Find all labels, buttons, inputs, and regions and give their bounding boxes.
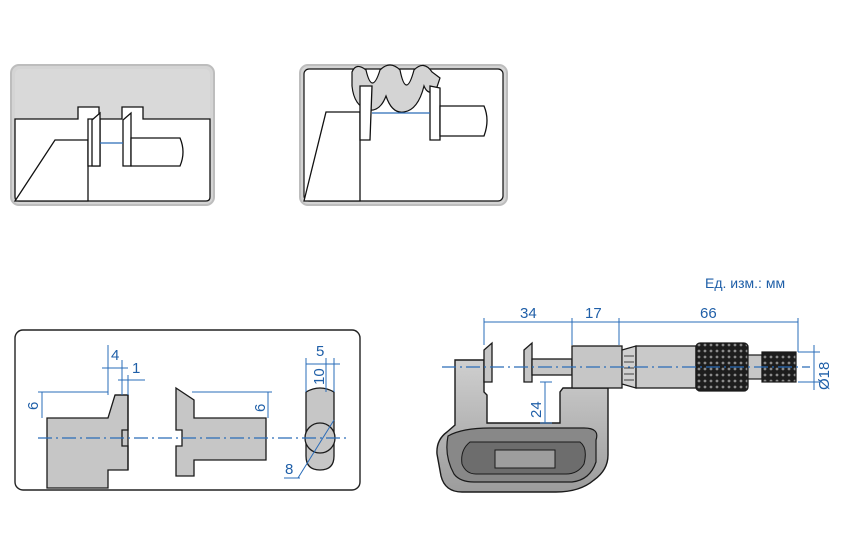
dim-8: 8 bbox=[285, 461, 293, 478]
panel-tip-dimensions: 4 1 6 6 5 10 8 bbox=[14, 329, 361, 491]
dim-1: 1 bbox=[132, 360, 140, 377]
units-label: Ед. изм.: мм bbox=[705, 275, 785, 291]
dim-diameter-18: Ø18 bbox=[816, 362, 833, 390]
dim-6-left: 6 bbox=[25, 402, 42, 410]
dim-34: 34 bbox=[520, 305, 537, 322]
panel-gear-measurement bbox=[299, 64, 508, 206]
dim-24: 24 bbox=[528, 401, 545, 418]
panel-flat-measurement bbox=[10, 64, 215, 206]
dim-4: 4 bbox=[111, 347, 119, 364]
micrometer-assembly: 34 17 66 24 Ø18 bbox=[436, 305, 833, 493]
dim-17: 17 bbox=[585, 305, 602, 322]
dim-6-right: 6 bbox=[252, 404, 269, 412]
dim-5: 5 bbox=[316, 343, 324, 360]
dim-10: 10 bbox=[311, 368, 328, 385]
dim-66: 66 bbox=[700, 305, 717, 322]
spindle-middle bbox=[175, 386, 267, 477]
